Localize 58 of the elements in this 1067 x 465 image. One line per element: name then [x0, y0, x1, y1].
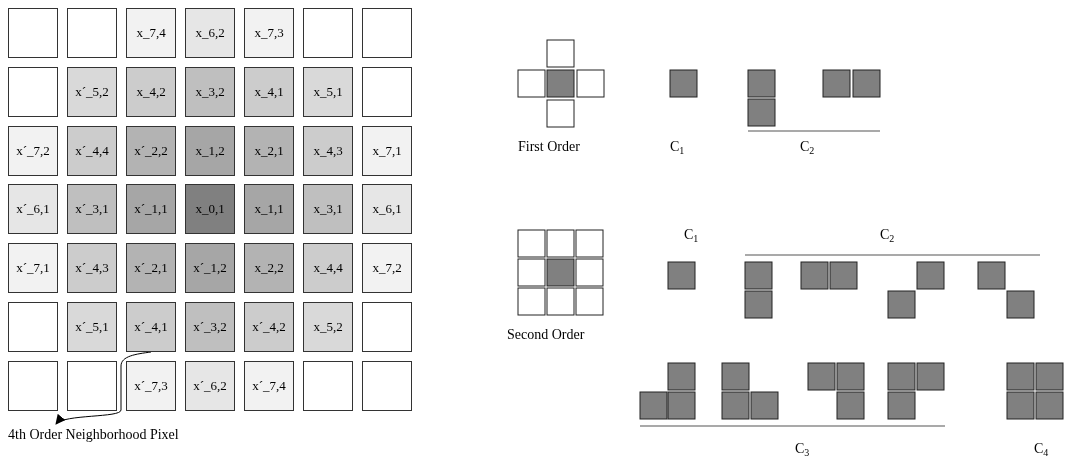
pixel-cell: x´_4,4 — [67, 126, 117, 176]
pixel-cell: x´_7,3 — [126, 361, 176, 411]
pixel-cell: x´_7,4 — [244, 361, 294, 411]
empty-cell — [362, 361, 412, 411]
pixel-cell: x_4,2 — [126, 67, 176, 117]
clique-label: Second Order — [507, 326, 585, 344]
empty-cell — [362, 67, 412, 117]
clique-label: C$_{1}$ — [684, 226, 699, 244]
pixel-cell: x_1,2 — [185, 126, 235, 176]
pixel-cell: x_1,1 — [244, 184, 294, 234]
pixel-cell: x´_6,1 — [8, 184, 58, 234]
pixel-cell: x_2,1 — [244, 126, 294, 176]
pixel-cell: x´_4,3 — [67, 243, 117, 293]
pixel-cell: x´_5,2 — [67, 67, 117, 117]
clique-label: C$_{1}$ — [670, 138, 685, 156]
pixel-cell: x´_5,1 — [67, 302, 117, 352]
pixel-cell: x´_7,2 — [8, 126, 58, 176]
pixel-cell: x_4,4 — [303, 243, 353, 293]
pixel-cell: x´_7,1 — [8, 243, 58, 293]
empty-cell — [8, 8, 58, 58]
pixel-cell: x_5,2 — [303, 302, 353, 352]
empty-cell — [67, 8, 117, 58]
pixel-cell: x_7,4 — [126, 8, 176, 58]
pixel-cell: x´_4,2 — [244, 302, 294, 352]
clique-label: C$_{3}$ — [795, 440, 810, 458]
empty-cell — [303, 8, 353, 58]
caption-text: 4th Order Neighborhood Pixel — [8, 424, 179, 445]
empty-cell — [8, 302, 58, 352]
clique-label: C$_{2}$ — [800, 138, 815, 156]
pixel-cell: x_0,1 — [185, 184, 235, 234]
pixel-cell: x_6,1 — [362, 184, 412, 234]
empty-cell — [362, 302, 412, 352]
pixel-cell: x´_1,2 — [185, 243, 235, 293]
pixel-cell: x_7,1 — [362, 126, 412, 176]
pixel-cell: x´_1,1 — [126, 184, 176, 234]
pixel-cell: x´_3,2 — [185, 302, 235, 352]
pixel-cell: x´_3,1 — [67, 184, 117, 234]
clique-label: C$_{2}$ — [880, 226, 895, 244]
pixel-cell: x´_4,1 — [126, 302, 176, 352]
pixel-cell: x_3,1 — [303, 184, 353, 234]
pixel-cell: x_7,3 — [244, 8, 294, 58]
pixel-cell: x_4,1 — [244, 67, 294, 117]
pixel-cell: x´_6,2 — [185, 361, 235, 411]
pixel-cell: x´_2,1 — [126, 243, 176, 293]
clique-label: First Order — [518, 138, 580, 156]
pixel-cell: x_4,3 — [303, 126, 353, 176]
empty-cell — [362, 8, 412, 58]
empty-cell — [303, 361, 353, 411]
pixel-cell: x´_2,2 — [126, 126, 176, 176]
empty-cell — [8, 67, 58, 117]
pixel-cell: x_6,2 — [185, 8, 235, 58]
empty-cell — [8, 361, 58, 411]
pixel-cell: x_2,2 — [244, 243, 294, 293]
pixel-cell: x_5,1 — [303, 67, 353, 117]
pixel-cell: x_3,2 — [185, 67, 235, 117]
empty-cell — [67, 361, 117, 411]
clique-label: C$_{4}$ — [1034, 440, 1049, 458]
pixel-cell: x_7,2 — [362, 243, 412, 293]
